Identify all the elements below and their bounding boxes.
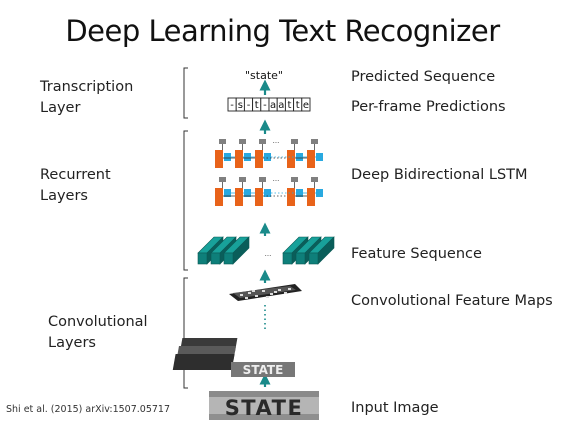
- convolutional-layers-label: Convolutional Layers: [48, 312, 148, 354]
- bracket-transcription: [183, 67, 188, 119]
- lstm-cell-forward: [307, 150, 315, 168]
- lstm-cell-forward: [235, 150, 243, 168]
- lstm-cell-forward: [215, 188, 223, 206]
- lstm-gate: [291, 177, 298, 182]
- feature-column-front: [223, 252, 234, 265]
- feature-column-front: [295, 252, 306, 265]
- per-frame-predictions-label: Per-frame Predictions: [351, 99, 506, 115]
- bracket-convolutional: [183, 277, 188, 389]
- feature-map-speckle: [240, 294, 243, 296]
- lstm-gate: [311, 177, 318, 182]
- feature-map-speckle: [270, 293, 273, 295]
- citation: Shi et al. (2015) arXiv:1507.05717: [6, 404, 171, 415]
- lstm-gate: [311, 139, 318, 144]
- per-frame-token: t: [288, 100, 292, 111]
- per-frame-token: a: [278, 100, 284, 111]
- predicted-sequence-text: "state": [245, 69, 283, 82]
- slide-title: Deep Learning Text Recognizer: [65, 14, 500, 48]
- conv-map-word: STATE: [243, 363, 284, 377]
- lstm-gate: [259, 177, 266, 182]
- feature-column-front: [308, 252, 319, 265]
- recurrent-label-line1: Recurrent: [40, 167, 111, 183]
- lstm-gate: [219, 177, 226, 182]
- per-frame-token: -: [230, 100, 234, 111]
- per-frame-token: -: [247, 100, 251, 111]
- bracket-recurrent: [183, 130, 188, 271]
- transcription-label-line2: Layer: [40, 100, 81, 116]
- conv-feature-map-stack: STATE: [172, 338, 295, 377]
- lstm-cell-backward: [224, 153, 231, 161]
- recurrent-label-line2: Layers: [40, 188, 88, 204]
- lstm-cell-backward: [244, 153, 251, 161]
- convolutional-label-line1: Convolutional: [48, 314, 148, 330]
- feature-ellipsis: ...: [265, 250, 272, 258]
- recurrent-layers-label: Recurrent Layers: [40, 165, 111, 207]
- lstm-cell-backward: [316, 189, 323, 197]
- per-frame-token: t: [296, 100, 300, 111]
- per-frame-token: t: [255, 100, 259, 111]
- feature-map-speckle: [266, 296, 269, 298]
- feature-map-speckle: [278, 289, 281, 291]
- feature-map-speckle: [288, 288, 291, 290]
- per-frame-token: -: [263, 100, 267, 111]
- convolutional-feature-maps-label: Convolutional Feature Maps: [351, 293, 553, 309]
- feature-map-speckle: [245, 297, 248, 299]
- lstm-cell-backward: [224, 189, 231, 197]
- lstm-cell-forward: [287, 188, 295, 206]
- feature-sequence-label: Feature Sequence: [351, 246, 482, 262]
- lstm-cell-forward: [287, 150, 295, 168]
- feature-sequence-columns: ...: [197, 236, 335, 265]
- input-image: STATE: [209, 391, 319, 420]
- lstm-cell-forward: [307, 188, 315, 206]
- input-image-label: Input Image: [351, 400, 439, 416]
- lstm-cell-backward: [296, 153, 303, 161]
- feature-map-speckle: [284, 292, 287, 294]
- input-image-word: STATE: [225, 396, 304, 420]
- lstm-cell-forward: [215, 150, 223, 168]
- feature-map-speckle: [252, 290, 255, 292]
- transcription-layer-label: Transcription Layer: [40, 77, 133, 119]
- lstm-gate: [259, 139, 266, 144]
- lstm-gate: [239, 139, 246, 144]
- feature-column-front: [210, 252, 221, 265]
- predicted-sequence-label: Predicted Sequence: [351, 69, 496, 85]
- per-frame-token: a: [270, 100, 276, 111]
- lstm-cell-forward: [235, 188, 243, 206]
- convolutional-label-line2: Layers: [48, 335, 96, 351]
- lstm-cell-forward: [255, 150, 263, 168]
- feature-map-speckle: [255, 295, 258, 297]
- lstm-cell-backward: [244, 189, 251, 197]
- feature-column-front: [282, 252, 293, 265]
- deep-bidirectional-lstm-label: Deep Bidirectional LSTM: [351, 167, 528, 183]
- per-frame-token: s: [238, 100, 243, 111]
- lstm-cell-backward: [296, 189, 303, 197]
- lstm-cell-forward: [255, 188, 263, 206]
- feature-column-front: [197, 252, 208, 265]
- lstm-cell-backward: [264, 189, 271, 197]
- lstm-cell-backward: [316, 153, 323, 161]
- lstm-ellipsis: ...: [273, 137, 280, 145]
- lstm-cell-backward: [264, 153, 271, 161]
- feature-map-speckle: [248, 292, 251, 294]
- lstm-gate: [219, 139, 226, 144]
- conv-feature-map-small: [229, 284, 302, 301]
- feature-map-speckle: [262, 290, 265, 292]
- feature-map-speckle: [274, 291, 277, 293]
- lstm-grid: ......: [215, 137, 323, 206]
- lstm-ellipsis: ...: [273, 175, 280, 183]
- per-frame-token: e: [303, 100, 309, 111]
- transcription-label-line1: Transcription: [40, 79, 134, 95]
- lstm-gate: [239, 177, 246, 182]
- per-frame-box: [301, 97, 311, 112]
- lstm-gate: [291, 139, 298, 144]
